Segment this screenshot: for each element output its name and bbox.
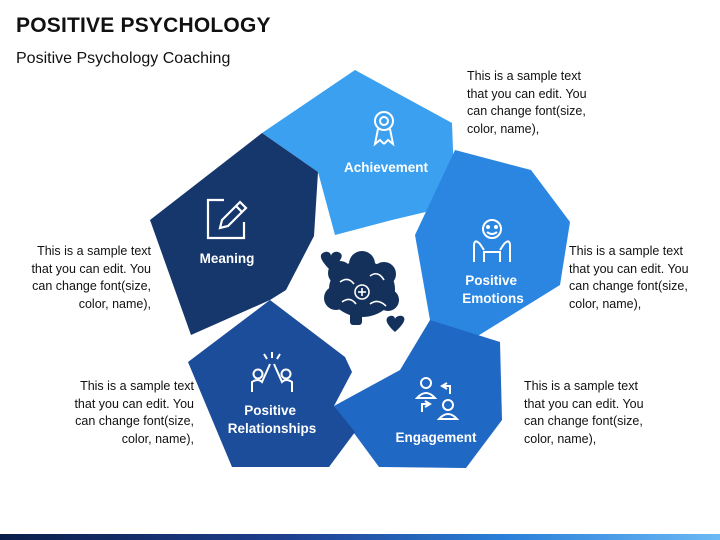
happy-person-icon	[473, 219, 511, 262]
segment-meaning-label: Meaning	[200, 251, 255, 266]
page-title: POSITIVE PSYCHOLOGY	[16, 14, 271, 37]
bottom-accent-bar	[0, 534, 720, 540]
heart-left	[320, 251, 342, 270]
segment-engagement-shape	[334, 320, 502, 468]
segment-positive-relationships[interactable]: Positive Relationships	[188, 300, 355, 467]
pencil-note-icon	[206, 198, 248, 240]
segment-engagement-label: Engagement	[395, 430, 477, 445]
segment-achievement-shape	[262, 70, 455, 235]
description-positive-relationships: This is a sample text that you can edit.…	[74, 379, 194, 446]
segment-positive-relationships-label: Positive Relationships	[228, 403, 317, 436]
segment-meaning-shape	[150, 133, 318, 335]
segment-achievement[interactable]: Achievement	[262, 70, 455, 235]
description-meaning: This is a sample text that you can edit.…	[31, 244, 151, 311]
brain-hearts-icon	[320, 251, 405, 332]
description-engagement: This is a sample text that you can edit.…	[524, 379, 644, 446]
segment-meaning[interactable]: Meaning	[150, 133, 318, 335]
segment-positive-relationships-shape	[188, 300, 355, 467]
segment-positive-emotions-shape	[415, 150, 570, 350]
segment-positive-emotions[interactable]: Positive Emotions	[415, 150, 570, 350]
segment-engagement[interactable]: Engagement	[334, 320, 502, 468]
description-positive-emotions: This is a sample text that you can edit.…	[569, 244, 689, 311]
description-achievement: This is a sample text that you can edit.…	[467, 69, 587, 136]
heart-right	[386, 315, 405, 332]
high-five-icon	[251, 352, 293, 392]
segment-positive-emotions-label: Positive Emotions	[462, 273, 524, 306]
people-exchange-icon	[414, 377, 460, 420]
segment-achievement-label: Achievement	[344, 160, 429, 175]
page-subtitle: Positive Psychology Coaching	[16, 50, 231, 67]
ribbon-award-icon	[373, 111, 395, 147]
